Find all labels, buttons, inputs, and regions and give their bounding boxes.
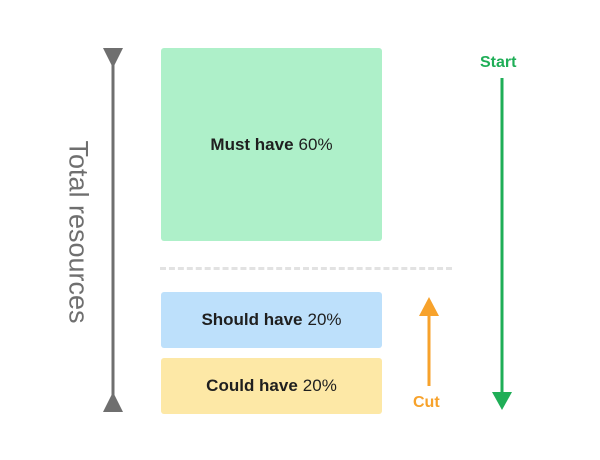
arrow-down-icon: [492, 392, 512, 410]
arrow-up-icon: [419, 297, 439, 316]
resources-axis: [103, 48, 123, 412]
cut-arrow: [419, 297, 439, 386]
cut-divider-line: [160, 267, 452, 270]
could-have-percent: 20%: [302, 376, 337, 395]
start-arrow: [492, 78, 512, 410]
resources-axis-label: Total resources: [63, 140, 94, 324]
could-have-name: Could have: [206, 376, 298, 395]
should-have-percent: 20%: [307, 310, 342, 329]
cut-label: Cut: [413, 394, 440, 411]
should-have-name: Should have: [201, 310, 303, 329]
must-have-name: Must have: [210, 134, 294, 154]
could-have-block: Could have 20%: [161, 358, 382, 414]
resources-axis-bottom-arrow-icon: [103, 392, 123, 412]
start-label: Start: [480, 54, 517, 71]
should-have-block: Should have 20%: [161, 292, 382, 348]
must-have-percent: 60%: [298, 134, 333, 154]
resources-axis-top-arrow-icon: [103, 48, 123, 68]
must-have-block: Must have 60%: [161, 48, 382, 241]
